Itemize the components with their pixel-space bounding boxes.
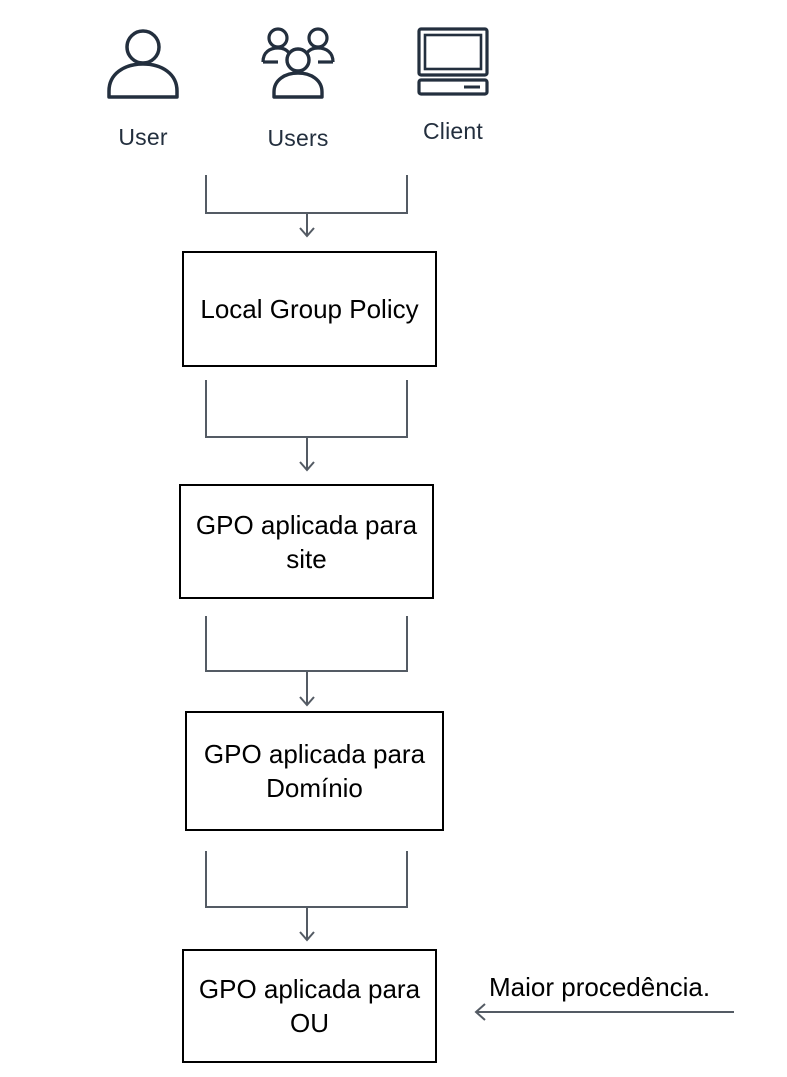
step-local-line-1: Local Group Policy [200,294,419,324]
step-ou-line-2: OU [289,1008,329,1038]
user-icon [107,29,179,99]
step-site-line-2: site [286,543,327,574]
precedence-note: Maior procedência. [489,972,711,1002]
step-local-group-policy: Local Group Policy [182,251,437,367]
connector-domain-to-ou [205,851,408,908]
connector-local-to-site [205,380,408,438]
users-group-icon [261,27,335,99]
step-site-line-1: GPO aplicada para [195,509,418,540]
step-ou-line-1: GPO aplicada para [198,974,421,1004]
connector-actors-to-local [205,175,408,214]
step-gpo-site: GPO aplicada para site [179,484,434,599]
step-domain-line-2: Domínio [266,773,363,803]
users-label: Users [267,125,329,151]
step-gpo-ou: GPO aplicada para OU [182,949,437,1063]
step-domain-line-1: GPO aplicada para [203,739,426,769]
client-computer-icon [417,27,489,96]
connector-site-to-domain [205,616,408,672]
user-label: User [118,124,168,150]
step-gpo-domain: GPO aplicada para Domínio [185,711,444,831]
client-label: Client [422,118,483,144]
